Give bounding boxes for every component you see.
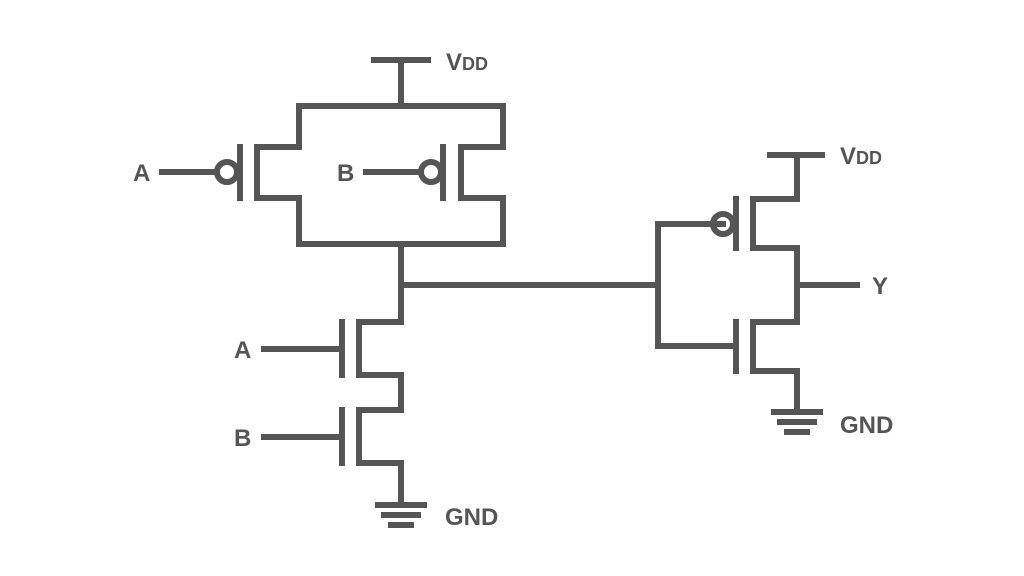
input-a-label-pmos: A xyxy=(133,160,150,187)
nmos-b-transistor xyxy=(261,407,404,508)
gnd-label-inverter: GND xyxy=(840,412,893,439)
nmos-a-transistor xyxy=(261,319,404,413)
inverter-nmos-transistor xyxy=(733,319,800,415)
pmos-a-transistor xyxy=(159,144,302,201)
gnd-label-main: GND xyxy=(445,504,498,531)
inverter-input-wire xyxy=(655,221,736,349)
vdd-supply-main xyxy=(371,57,431,109)
vdd-label-main: VDD xyxy=(446,49,488,76)
intermediate-node-wire xyxy=(398,241,661,325)
ground-symbol-main xyxy=(375,502,427,528)
output-y-label: Y xyxy=(872,273,888,300)
input-b-label-nmos: B xyxy=(234,425,251,452)
inverter-pmos-transistor xyxy=(710,152,800,325)
ground-symbol-inverter xyxy=(771,409,823,435)
input-b-label-pmos: B xyxy=(337,160,354,187)
input-a-label-nmos: A xyxy=(234,337,251,364)
vdd-label-inverter: VDD xyxy=(840,143,882,170)
pmos-b-transistor xyxy=(363,144,506,201)
